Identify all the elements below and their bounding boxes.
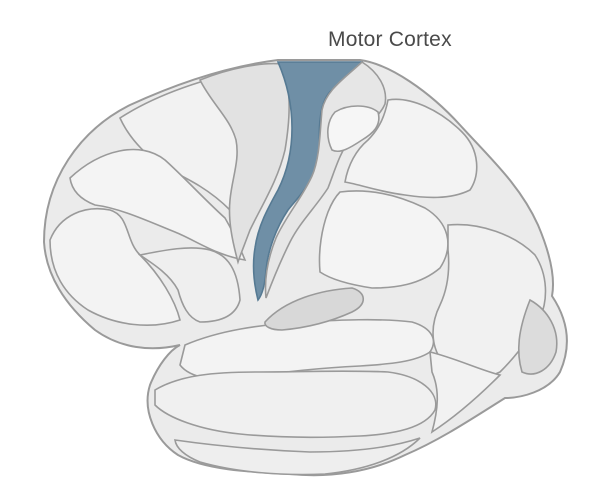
supramarginal-gyrus xyxy=(344,98,478,199)
occipital-pole xyxy=(517,298,558,375)
frontal-gyrus-lower xyxy=(49,208,181,326)
occipital-lobe xyxy=(432,223,547,379)
orbital-gyrus xyxy=(137,247,241,323)
middle-temporal-gyrus xyxy=(154,370,437,439)
frontal-gyrus-middle xyxy=(69,148,247,262)
inferior-temporal-gyrus xyxy=(174,437,421,476)
lateral-sulcus-fold xyxy=(264,287,365,331)
temporal-occipital-region xyxy=(429,350,502,434)
superior-parietal-lobule xyxy=(327,105,380,153)
angular-gyrus xyxy=(318,190,449,289)
motor-cortex-label: Motor Cortex xyxy=(328,28,452,51)
